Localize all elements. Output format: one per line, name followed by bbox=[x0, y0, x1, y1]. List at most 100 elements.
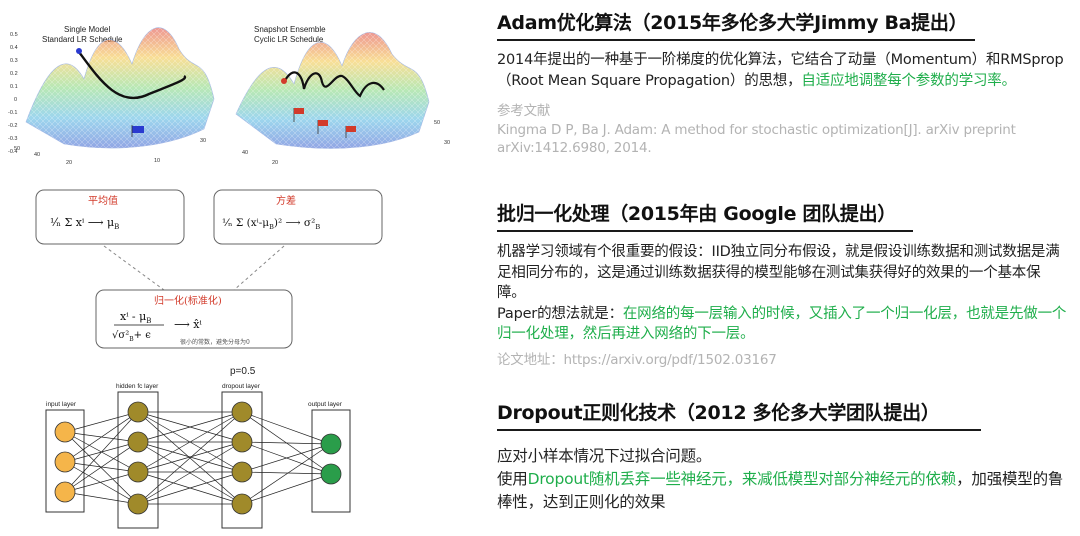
variance-label: 方差 bbox=[276, 194, 296, 207]
bn-paper-link[interactable]: 论文地址：https://arxiv.org/pdf/1502.03167 bbox=[497, 351, 777, 368]
hidden-nodes bbox=[127, 401, 149, 515]
dropout-title: Dropout正则化技术（2012 多伦多大学团队提出） bbox=[497, 402, 940, 424]
adam-reference-text: Kingma D P, Ba J. Adam: A method for sto… bbox=[497, 122, 1016, 156]
bn-paper-idea: Paper的想法就是：在网络的每一层输入的时候，又插入了一个归一化层，也就是先做… bbox=[497, 304, 1067, 345]
bn-description: 机器学习领域有个很重要的假设：IID独立同分布假设，就是假设训练数据和测试数据是… bbox=[497, 242, 1067, 345]
base-tick: 20 bbox=[66, 160, 72, 166]
small-constant-note: 很小的常数，避免分母为0 bbox=[180, 338, 250, 346]
input-node bbox=[54, 481, 76, 503]
right-base-axis: 40 20 50 30 bbox=[242, 120, 450, 166]
adam-reference-label: 参考文献 bbox=[497, 103, 551, 119]
z-tick: 0.2 bbox=[10, 71, 18, 77]
dropout-line-2-prefix: 使用 bbox=[497, 470, 528, 488]
z-tick: -0.4 bbox=[8, 149, 17, 155]
base-tick: 50 bbox=[434, 120, 440, 126]
dropout-line-2: 使用Dropout随机丢弃一些神经元，来减低模型对部分神经元的依赖，加强模型的鲁… bbox=[497, 468, 1067, 514]
dropout-network-diagram: p=0.5 input layer hidden fc layer dropou… bbox=[45, 366, 351, 529]
dropout-title-underline bbox=[497, 429, 981, 431]
dropout-highlight: Dropout随机丢弃一些神经元，来减低模型对部分神经元的依赖 bbox=[527, 470, 957, 488]
hidden-node bbox=[127, 493, 149, 515]
left-panel-title-2: Standard LR Schedule bbox=[42, 35, 123, 44]
start-point bbox=[76, 48, 82, 54]
adam-description: 2014年提出的一种基于一阶梯度的优化算法，它结合了动量（Momentum）和R… bbox=[497, 50, 1067, 92]
input-layer-label: input layer bbox=[46, 401, 77, 408]
left-descent-path bbox=[78, 51, 187, 100]
network-edges bbox=[64, 411, 332, 505]
dropout-node bbox=[231, 461, 253, 483]
z-tick: 0 bbox=[14, 97, 17, 103]
input-node bbox=[54, 451, 76, 473]
z-tick: 0.4 bbox=[10, 45, 18, 51]
snapshot-flags bbox=[293, 108, 356, 138]
adam-body-text: 2014年提出的一种基于一阶梯度的优化算法，它结合了动量（Momentum）和R… bbox=[497, 52, 1064, 89]
bn-paper-prefix: Paper的想法就是： bbox=[497, 305, 623, 322]
adam-title-underline bbox=[497, 39, 975, 41]
adam-highlight: 自适应地调整每个参数的学习率。 bbox=[801, 73, 1016, 89]
z-tick: 0.3 bbox=[10, 58, 18, 64]
dropout-p-label: p=0.5 bbox=[230, 366, 256, 377]
base-tick: 30 bbox=[444, 140, 450, 146]
dropout-line-2-suffix: ，加强模型的鲁棒性，达到正则化的效果 bbox=[497, 470, 1064, 511]
hidden-layer-label: hidden fc layer bbox=[116, 383, 159, 390]
z-tick: -0.3 bbox=[8, 136, 17, 142]
left-z-axis: 0.5 0.4 0.3 0.2 0.1 0 -0.1 -0.2 -0.3 -0.… bbox=[8, 32, 18, 155]
mean-box bbox=[35, 189, 185, 245]
normalize-box bbox=[95, 289, 293, 349]
output-nodes bbox=[320, 433, 342, 485]
input-node bbox=[54, 421, 76, 443]
input-layer-box bbox=[45, 409, 85, 513]
right-cyclic-path bbox=[283, 71, 385, 98]
adam-section: Adam优化算法（2015年多伦多大学Jimmy Ba提出） 2014年提出的一… bbox=[497, 8, 1067, 157]
output-layer-label: output layer bbox=[308, 401, 343, 408]
hidden-node bbox=[127, 431, 149, 453]
loss-surface-figure: Single Model Standard LR Schedule 0.5 0.… bbox=[8, 25, 450, 166]
left-panel-title-1: Single Model bbox=[64, 25, 110, 34]
normalize-arrow: ⟶ x̂ⁱ bbox=[174, 318, 202, 331]
right-panel-title-1: Snapshot Ensemble bbox=[254, 25, 326, 34]
left-flag bbox=[132, 126, 144, 133]
dropout-layer-label: dropout layer bbox=[222, 383, 261, 390]
connector-left bbox=[103, 245, 165, 291]
input-nodes bbox=[54, 421, 76, 503]
dropout-node bbox=[231, 431, 253, 453]
hidden-node bbox=[127, 461, 149, 483]
dropout-nodes bbox=[231, 401, 253, 515]
bn-title-underline bbox=[497, 230, 913, 232]
left-base-axis: 50 40 20 30 10 bbox=[14, 138, 206, 166]
normalize-label: 归一化(标准化) bbox=[154, 294, 222, 307]
dropout-description: 应对小样本情况下过拟合问题。 使用Dropout随机丢弃一些神经元，来减低模型对… bbox=[497, 445, 1067, 514]
z-tick: 0.5 bbox=[10, 32, 18, 38]
connector-right bbox=[233, 245, 285, 291]
z-tick: -0.1 bbox=[8, 110, 17, 116]
hidden-layer-box bbox=[117, 391, 159, 529]
output-layer-box bbox=[311, 409, 351, 513]
start-point bbox=[281, 78, 287, 84]
z-tick: -0.2 bbox=[8, 123, 17, 129]
base-tick: 10 bbox=[154, 158, 160, 164]
mean-label: 平均值 bbox=[88, 194, 118, 207]
hidden-node bbox=[127, 401, 149, 423]
base-tick: 50 bbox=[14, 146, 20, 152]
dropout-node bbox=[231, 401, 253, 423]
base-tick: 20 bbox=[272, 160, 278, 166]
right-surface-mesh-grid bbox=[236, 32, 429, 149]
variance-box bbox=[213, 189, 383, 245]
normalize-numerator: xⁱ - μB bbox=[120, 310, 151, 325]
base-tick: 40 bbox=[34, 152, 40, 158]
output-node bbox=[320, 463, 342, 485]
dropout-layer-box bbox=[221, 391, 263, 529]
variance-formula: ¹⁄ₙ Σ (xⁱ-μB)² ⟶ σ²B bbox=[222, 217, 320, 231]
snapshot-ensemble-panel: Snapshot Ensemble Cyclic LR Schedule 40 … bbox=[235, 25, 450, 166]
single-model-panel: Single Model Standard LR Schedule 0.5 0.… bbox=[8, 25, 215, 166]
bn-highlight: 在网络的每一层输入的时候，又插入了一个归一化层，也就是先做一个归一化处理，然后再… bbox=[497, 305, 1067, 343]
base-tick: 30 bbox=[200, 138, 206, 144]
right-panel-title-2: Cyclic LR Schedule bbox=[254, 35, 324, 44]
dropout-line-1: 应对小样本情况下过拟合问题。 bbox=[497, 447, 712, 465]
bn-body-text: 机器学习领域有个很重要的假设：IID独立同分布假设，就是假设训练数据和测试数据是… bbox=[497, 244, 1060, 301]
output-node bbox=[320, 433, 342, 455]
dropout-node bbox=[231, 493, 253, 515]
normalize-denominator: √σ²B+ ϵ bbox=[112, 330, 151, 343]
mean-formula: ¹⁄ₙ Σ xⁱ ⟶ μB bbox=[50, 216, 119, 231]
batch-norm-diagram: 平均值 ¹⁄ₙ Σ xⁱ ⟶ μB 方差 ¹⁄ₙ Σ (xⁱ-μB)² ⟶ σ²… bbox=[35, 189, 383, 349]
left-surface-mesh-grid bbox=[26, 27, 214, 149]
